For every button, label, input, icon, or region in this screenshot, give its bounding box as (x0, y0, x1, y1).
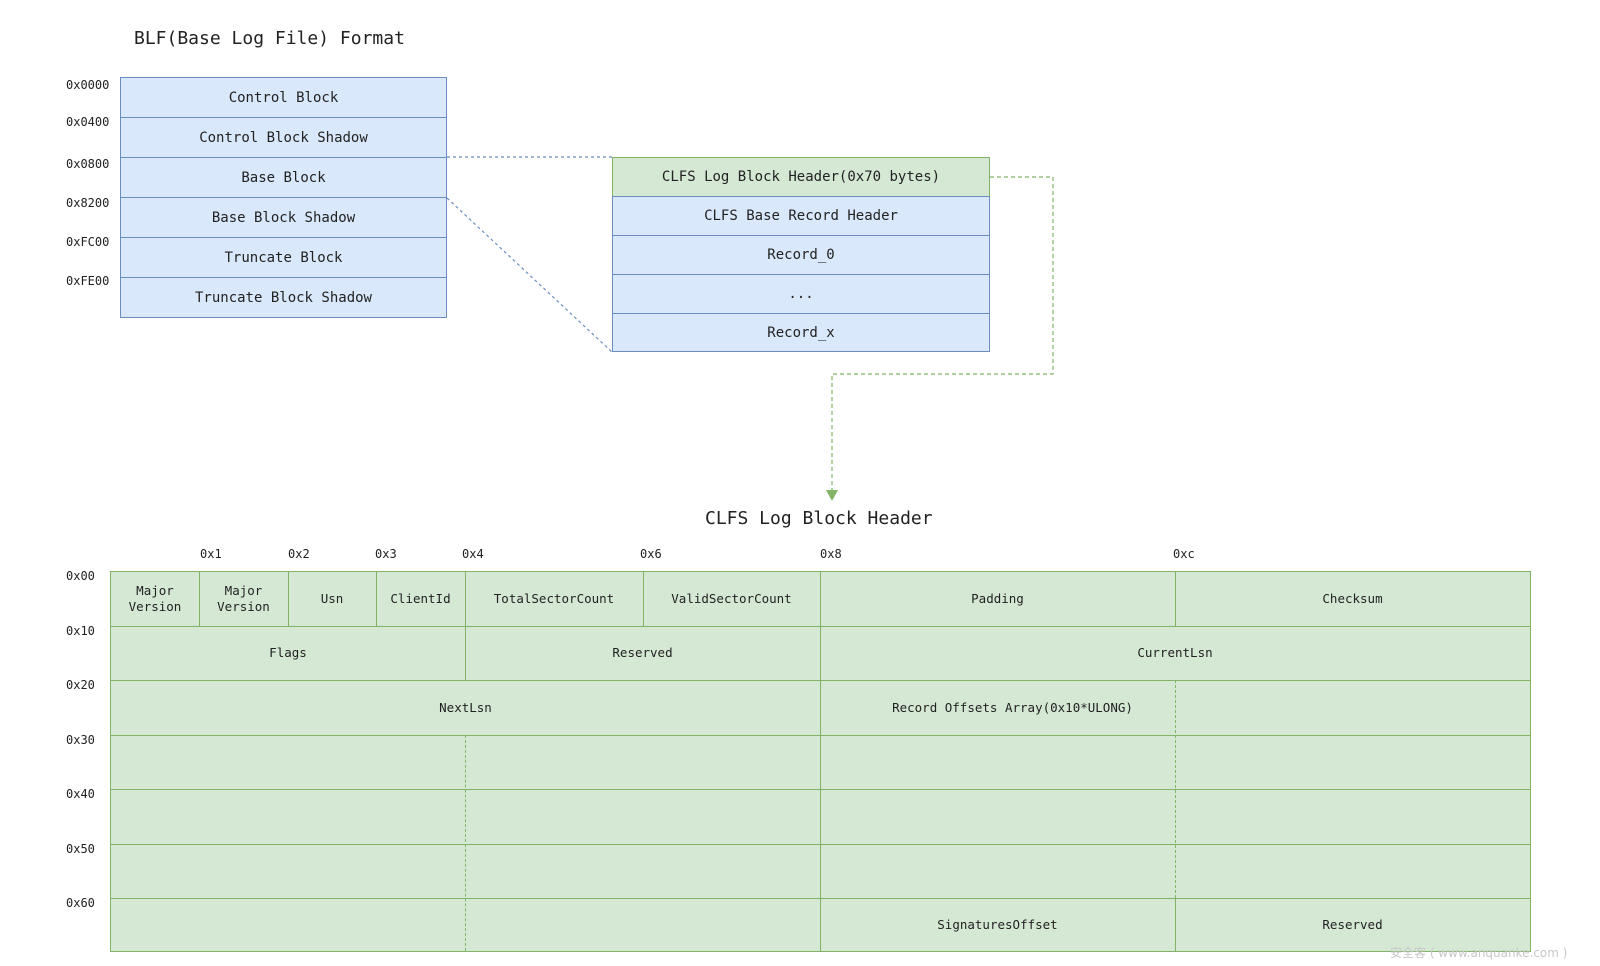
watermark: 安全客 ( www.anquanke.com ) (1390, 946, 1568, 960)
record-label: Record_0 (767, 247, 835, 263)
truncate-block: Truncate Block (120, 237, 447, 278)
major-version-cell: Major Version (128, 583, 182, 614)
base-record-header-box: CLFS Base Record Header (612, 196, 990, 236)
record-label: ... (788, 286, 814, 302)
blf-offset: 0x0000 (66, 78, 110, 92)
dashed-col-divider (1175, 680, 1176, 898)
current-lsn-cell: CurrentLsn (1137, 645, 1213, 660)
col-divider (199, 572, 200, 626)
ellipsis-box: ... (612, 274, 990, 314)
blf-offset: 0x8200 (66, 196, 110, 210)
col-offset: 0x8 (820, 547, 842, 561)
block-label: Truncate Block (224, 249, 343, 266)
total-sector-count-cell: TotalSectorCount (493, 591, 615, 606)
col-offset: 0x2 (288, 547, 310, 561)
next-lsn-cell: NextLsn (439, 699, 492, 715)
checksum-cell: Checksum (1322, 591, 1383, 606)
block-label: Base Block (241, 169, 326, 186)
record-x-box: Record_x (612, 313, 990, 352)
base-block: Base Block (120, 157, 447, 198)
client-id-cell: ClientId (390, 591, 451, 606)
row-offset: 0x30 (66, 733, 95, 747)
col-divider (376, 572, 377, 626)
block-label: Control Block Shadow (199, 129, 368, 146)
col-offset: 0x1 (200, 547, 222, 561)
blf-offset: 0xFC00 (66, 235, 110, 249)
record-label: CLFS Log Block Header(0x70 bytes) (661, 169, 941, 185)
row-offset: 0x50 (66, 842, 95, 856)
col-offset: 0x3 (375, 547, 397, 561)
record-offsets-array-cell: Record Offsets Array(0x10*ULONG) (892, 699, 1133, 715)
record-0-box: Record_0 (612, 235, 990, 275)
row-offset: 0x20 (66, 678, 95, 692)
row-offset: 0x40 (66, 787, 95, 801)
truncate-block-shadow: Truncate Block Shadow (120, 277, 447, 318)
row-offset: 0x60 (66, 896, 95, 910)
col-divider (1175, 572, 1176, 626)
block-label: Control Block (228, 89, 339, 106)
row-offset: 0x00 (66, 569, 95, 583)
col-divider (1175, 898, 1176, 951)
row-offset: 0x10 (66, 624, 95, 638)
col-divider (288, 572, 289, 626)
col-offset: 0x6 (640, 547, 662, 561)
control-block-shadow: Control Block Shadow (120, 117, 447, 158)
log-block-header-box: CLFS Log Block Header(0x70 bytes) (612, 157, 990, 197)
record-label: Record_x (767, 324, 835, 341)
block-label: Base Block Shadow (211, 209, 356, 226)
col-offset: 0x4 (462, 547, 484, 561)
record-label: CLFS Base Record Header (704, 208, 898, 224)
padding-cell: Padding (971, 591, 1024, 606)
arrowhead (826, 490, 838, 501)
signatures-offset-cell: SignaturesOffset (937, 916, 1058, 932)
usn-cell: Usn (320, 591, 344, 606)
dashed-col-divider (465, 735, 466, 951)
log-block-header-table: Major Version Major Version Usn ClientId… (110, 571, 1531, 952)
block-label: Truncate Block Shadow (194, 289, 372, 306)
reserved-cell: Reserved (612, 645, 673, 660)
valid-sector-count-cell: ValidSectorCount (671, 591, 792, 606)
blf-offset: 0xFE00 (66, 274, 110, 288)
header-title: CLFS Log Block Header (705, 508, 933, 529)
col-divider (820, 572, 821, 951)
col-divider (465, 572, 466, 680)
control-block: Control Block (120, 77, 447, 118)
base-block-shadow: Base Block Shadow (120, 197, 447, 238)
blf-offset: 0x0800 (66, 157, 110, 171)
major-version-cell: Major Version (217, 583, 270, 614)
blf-title: BLF(Base Log File) Format (134, 28, 405, 49)
reserved-cell: Reserved (1322, 916, 1383, 932)
col-divider (643, 572, 644, 626)
zoom-line-bottom (446, 197, 613, 353)
blf-offset: 0x0400 (66, 115, 110, 129)
col-offset: 0xc (1173, 547, 1195, 561)
flags-cell: Flags (269, 645, 307, 660)
